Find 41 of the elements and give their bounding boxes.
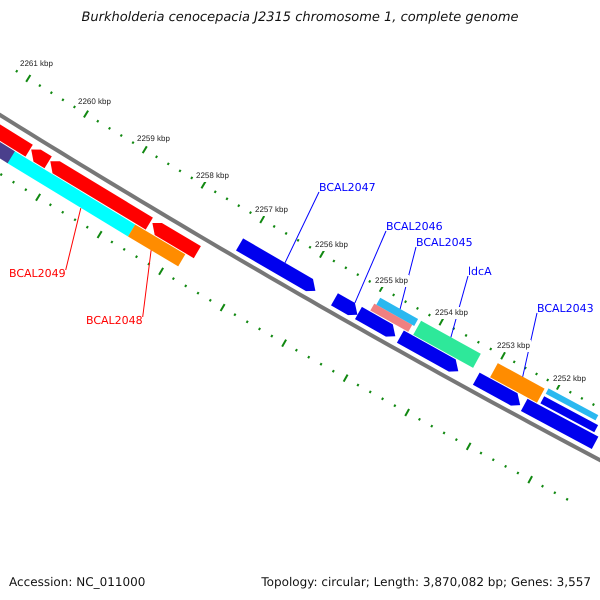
gene-block [152, 223, 201, 258]
tick-label: 2256 kbp [314, 239, 349, 251]
gene-block [370, 304, 412, 332]
gene-block [331, 293, 358, 316]
tick-label: 2260 kbp [77, 96, 112, 108]
tick-label: 2258 kbp [195, 170, 230, 182]
gene-block [490, 363, 545, 403]
gene-label: BCAL2049 [9, 268, 66, 280]
gene-block [376, 298, 418, 326]
gene-block [540, 396, 598, 432]
leader-line [142, 250, 152, 318]
gene-label: BCAL2046 [386, 221, 443, 233]
gene-block [546, 388, 598, 420]
gene-block [50, 161, 153, 230]
gene-block [355, 306, 396, 337]
tick-label: 2257 kbp [254, 204, 289, 216]
gene-block [6, 150, 136, 236]
tick-label: 2255 kbp [374, 275, 409, 287]
accession-text: Accession: NC_011000 [9, 576, 146, 588]
gene-block [128, 224, 186, 266]
gene-label: BCAL2045 [416, 237, 473, 249]
genome-info-text: Topology: circular; Length: 3,870,082 bp; Genes: 3,557 [261, 576, 591, 588]
leader-line [65, 208, 82, 270]
gene-label: BCAL2048 [86, 315, 143, 327]
tick-label: 2252 kbp [552, 373, 587, 385]
gene-block [520, 398, 598, 449]
tick-label: 2259 kbp [136, 133, 171, 145]
gene-block [413, 320, 481, 368]
gene-block [472, 372, 520, 406]
tick-label: 2254 kbp [434, 307, 469, 319]
gene-label: ldcA [468, 266, 492, 278]
tick-label: 2261 kbp [19, 58, 54, 70]
leader-line [284, 192, 320, 264]
title: Burkholderia cenocepacia J2315 chromosome 1, complete genome [80, 12, 520, 24]
gene-block [31, 150, 52, 168]
gene-label: BCAL2047 [319, 182, 376, 194]
gene-block [236, 238, 316, 292]
tick-label: 2253 kbp [496, 340, 531, 352]
leader-line [354, 230, 386, 304]
gene-label: BCAL2043 [537, 303, 594, 315]
gene-block [396, 330, 458, 372]
